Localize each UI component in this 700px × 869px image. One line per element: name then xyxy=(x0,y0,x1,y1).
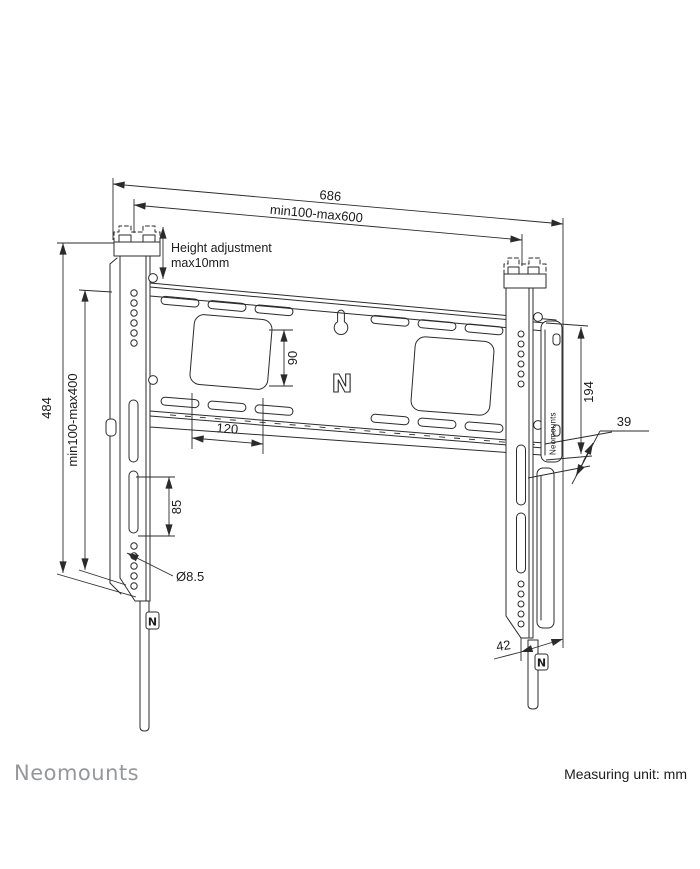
left-strap-logo-box xyxy=(145,611,160,630)
side-profile-brand-label: Neomounts xyxy=(549,412,558,455)
left-strap-logo-n: N xyxy=(148,616,157,629)
side-profile-upper xyxy=(540,320,563,463)
dim-wall-depth: 39 xyxy=(617,414,631,429)
brand-wordmark: Neomounts xyxy=(14,761,139,785)
dim-strap-depth: 42 xyxy=(495,637,511,654)
right-strap-logo-n: N xyxy=(537,657,546,670)
dim-overall-height: 484 xyxy=(39,397,54,419)
left-rail-slot-2 xyxy=(128,470,139,534)
label-height-adjustment-2: max10mm xyxy=(171,256,229,270)
label-height-adjustment-1: Height adjustment xyxy=(171,241,272,255)
plate-bottom-slots xyxy=(160,396,504,433)
footer: Neomounts Measuring unit: mm xyxy=(14,761,687,785)
dim-line-cutout-width xyxy=(191,435,264,447)
right-cap-raised-outline xyxy=(503,257,547,275)
plate-left-cutout xyxy=(189,314,273,390)
dim-cutout-width: 120 xyxy=(216,420,239,437)
dim-slot-pitch: 85 xyxy=(169,500,184,514)
wall-plate: N xyxy=(149,282,557,457)
left-bolt-bottom xyxy=(148,375,158,385)
right-strap xyxy=(527,639,539,710)
left-bracket-pin xyxy=(105,418,117,437)
dim-hole-diameter: Ø8.5 xyxy=(176,569,204,584)
dim-line-width-range xyxy=(133,202,523,243)
dim-bracket-height: 194 xyxy=(581,381,596,403)
left-bolt-top xyxy=(148,273,158,283)
right-bolt-top xyxy=(533,312,543,322)
right-rail-slot-2 xyxy=(516,512,526,574)
dim-line-strap-depth xyxy=(520,638,564,653)
dim-height-range: min100-max400 xyxy=(65,373,80,466)
dim-overall-width: 686 xyxy=(319,187,342,204)
dimension-annotations: 686 min100-max600 Height adjustment max1… xyxy=(39,178,649,661)
right-bracket: Neomounts N xyxy=(503,257,563,710)
measuring-unit-label: Measuring unit: mm xyxy=(564,766,687,782)
right-cap xyxy=(503,273,547,289)
right-rail-holes-bottom xyxy=(517,580,525,628)
leader-hole-diameter xyxy=(126,552,174,577)
dim-cutout-height: 90 xyxy=(285,351,300,365)
right-strap-logo-box xyxy=(534,653,549,671)
plate-serration-row xyxy=(169,414,546,446)
left-cap xyxy=(113,241,161,257)
plate-right-cutout xyxy=(410,336,495,416)
left-rail-slot-1 xyxy=(128,399,139,463)
side-profile-lower xyxy=(536,467,555,629)
left-strap xyxy=(139,600,150,732)
plate-top-slots xyxy=(160,295,504,336)
right-rail-slot-1 xyxy=(516,444,526,506)
keyhole-slot xyxy=(333,309,349,335)
left-rail-holes-top xyxy=(130,289,138,347)
right-rail-holes-top xyxy=(517,330,525,388)
plate-logo-n: N xyxy=(332,369,353,398)
